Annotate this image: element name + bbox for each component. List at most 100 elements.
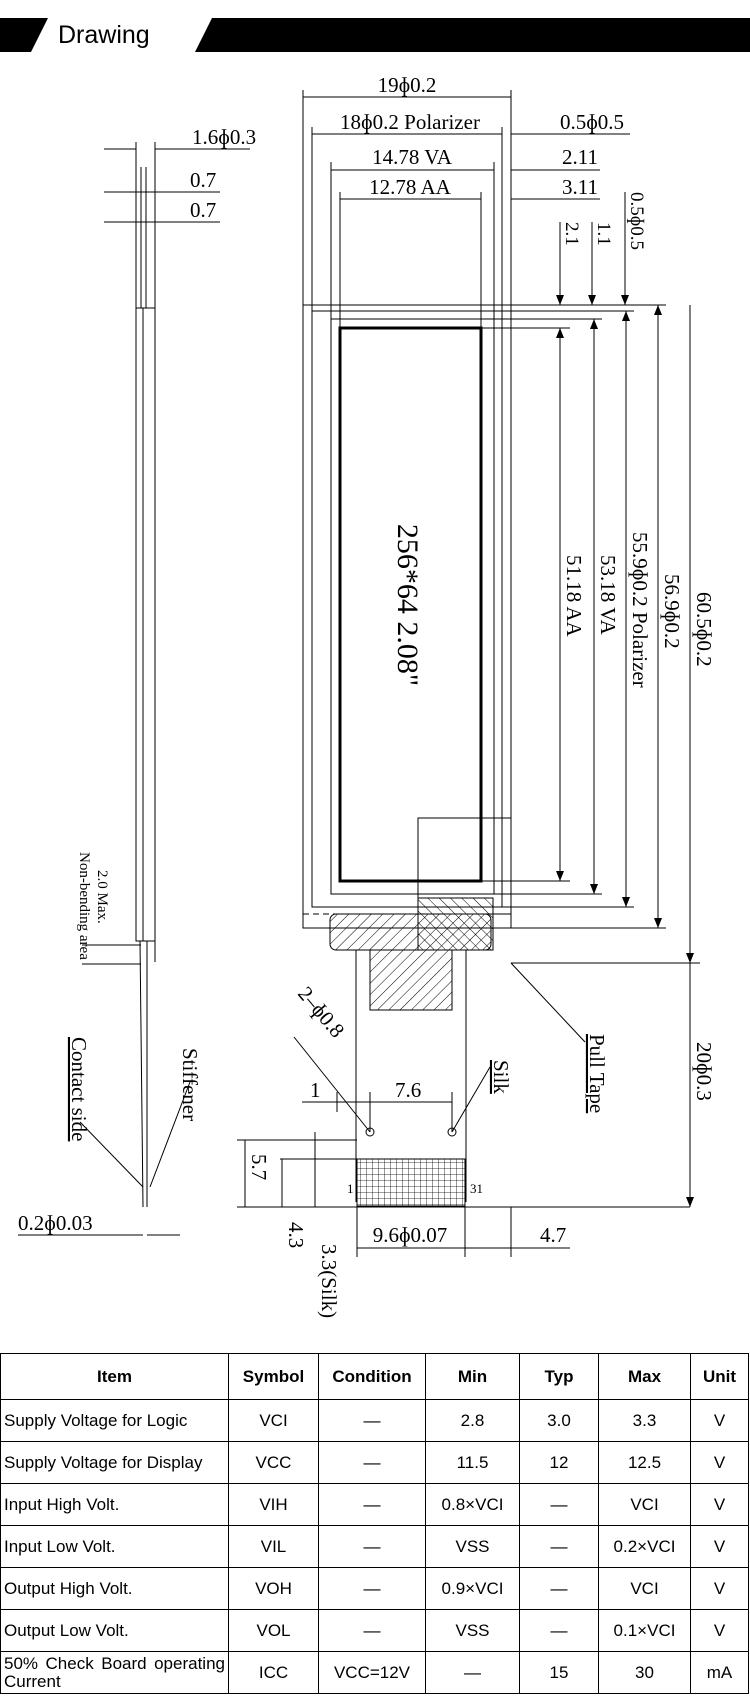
cell-max: VCI [598, 1483, 691, 1526]
cell-typ: — [519, 1525, 599, 1568]
cell-condition: — [318, 1399, 426, 1442]
cell-typ: 15 [519, 1651, 599, 1694]
cell-unit: V [690, 1441, 749, 1484]
non-bending-max: 2.0 Max. [94, 870, 110, 924]
cell-condition: — [318, 1567, 426, 1610]
silk-label: Silk [489, 1060, 513, 1094]
cell-symbol: VIH [228, 1483, 319, 1526]
dim-width-aa: 12.78 AA [369, 175, 452, 199]
cell-max: 0.1×VCI [598, 1609, 691, 1652]
cell-symbol: VCC [228, 1441, 319, 1484]
cell-typ: — [519, 1567, 599, 1610]
col-header-typ: Typ [519, 1353, 599, 1400]
cell-min: 0.9×VCI [425, 1567, 520, 1610]
dim-top-3: 0.5ɸ0.5 [626, 192, 647, 250]
cell-unit: mA [690, 1651, 749, 1694]
display-label: 256*64 2.08" [391, 524, 424, 686]
dim-thickness-a: 0.7 [190, 168, 216, 192]
cell-min: — [425, 1651, 520, 1694]
cell-item: Supply Voltage for Logic [0, 1399, 229, 1442]
table-row: Supply Voltage for Logic VCI — 2.8 3.0 3… [0, 1399, 749, 1442]
cell-max: VCI [598, 1567, 691, 1610]
dim-top-1: 2.1 [561, 222, 582, 246]
cell-condition: — [318, 1525, 426, 1568]
cell-unit: V [690, 1525, 749, 1568]
cell-symbol: VCI [228, 1399, 319, 1442]
col-header-min: Min [425, 1353, 520, 1400]
cell-min: 0.8×VCI [425, 1483, 520, 1526]
dim-width-total: 19ɸ0.2 [378, 73, 437, 97]
cell-condition: — [318, 1483, 426, 1526]
side-view-module [135, 307, 156, 942]
dim-pad-width: 9.6ɸ0.07 [373, 1223, 448, 1247]
cell-min: VSS [425, 1525, 520, 1568]
cell-symbol: VOL [228, 1609, 319, 1652]
pull-tape-label: Pull Tape [585, 1034, 609, 1113]
cell-unit: V [690, 1567, 749, 1610]
contact-pads [356, 1158, 466, 1207]
pin-first-label: 1 [347, 1181, 354, 1196]
dim-height-polarizer: 55.9ɸ0.2 Polarizer [628, 532, 652, 688]
fpc-tail [369, 949, 453, 1011]
table-row: Output Low Volt. VOL — VSS — 0.1×VCI V [0, 1609, 749, 1652]
cell-max: 3.3 [598, 1399, 691, 1442]
table-row: Input Low Volt. VIL — VSS — 0.2×VCI V [0, 1525, 749, 1568]
cell-symbol: ICC [228, 1651, 319, 1694]
dim-top-2: 1.1 [593, 222, 614, 246]
header-banner [0, 18, 750, 52]
dim-pad-4-3: 4.3 [284, 1222, 308, 1248]
va-outline [330, 318, 495, 895]
aa-outline [338, 326, 483, 883]
cell-item: Input Low Volt. [0, 1525, 229, 1568]
cell-condition: — [318, 1609, 426, 1652]
dim-pad-height: 5.7 [247, 1154, 271, 1180]
cell-unit: V [690, 1483, 749, 1526]
cell-max: 0.2×VCI [598, 1525, 691, 1568]
dim-thickness-b: 0.7 [190, 198, 216, 222]
electrical-characteristics-table: Item Symbol Condition Min Typ Max Unit S… [0, 1353, 749, 1694]
dim-height-aa: 51.18 AA [562, 555, 586, 638]
dim-height-va: 53.18 VA [596, 555, 620, 636]
cell-min: VSS [425, 1609, 520, 1652]
pin-last-label: 31 [470, 1181, 483, 1196]
cell-item: Input High Volt. [0, 1483, 229, 1526]
dim-height-total: 60.5ɸ0.2 [692, 592, 716, 667]
table-row: Input High Volt. VIH — 0.8×VCI — VCI V [0, 1483, 749, 1526]
dim-offset-1: 0.5ɸ0.5 [560, 110, 624, 134]
table-header-row: Item Symbol Condition Min Typ Max Unit [0, 1353, 749, 1400]
col-header-unit: Unit [690, 1353, 749, 1400]
table-row: Output High Volt. VOH — 0.9×VCI — VCI V [0, 1567, 749, 1610]
cell-symbol: VIL [228, 1525, 319, 1568]
dim-height-glass: 56.9ɸ0.2 [660, 574, 684, 649]
dim-width-polarizer: 18ɸ0.2 Polarizer [340, 110, 480, 134]
dim-width-va: 14.78 VA [372, 145, 453, 169]
cell-typ: 12 [519, 1441, 599, 1484]
cell-unit: V [690, 1399, 749, 1442]
dim-offset-2: 2.11 [562, 145, 598, 169]
cell-condition: VCC=12V [318, 1651, 426, 1694]
cell-min: 11.5 [425, 1441, 520, 1484]
cell-unit: V [690, 1609, 749, 1652]
col-header-symbol: Symbol [228, 1353, 319, 1400]
cell-symbol: VOH [228, 1567, 319, 1610]
dim-silk: 3.3(Silk) [317, 1244, 341, 1318]
cell-typ: 3.0 [519, 1399, 599, 1442]
dim-thickness: 1.6ɸ0.3 [192, 125, 256, 149]
non-bending-area: Non-bending area [76, 852, 92, 960]
contact-side-label: Contact side [67, 1037, 91, 1141]
col-header-item: Item [0, 1353, 229, 1400]
dim-hole-offset: 1 [310, 1078, 321, 1102]
cell-min: 2.8 [425, 1399, 520, 1442]
cell-condition: — [318, 1441, 426, 1484]
polarizer-outline [311, 310, 503, 908]
stiffener-label: Stiffener [178, 1048, 202, 1121]
dim-fpc-thickness: 0.2ɸ0.03 [18, 1211, 93, 1235]
dim-hole-pitch: 7.6 [395, 1078, 421, 1102]
section-title: Drawing [58, 21, 150, 49]
dim-height-fpc: 20ɸ0.3 [692, 1042, 716, 1101]
mechanical-drawing: 19ɸ0.2 18ɸ0.2 Polarizer 14.78 VA 12.78 A… [18, 73, 716, 1318]
cell-typ: — [519, 1609, 599, 1652]
table-row: 50% Check Board operating Current ICC VC… [0, 1651, 749, 1694]
table-row: Supply Voltage for Display VCC — 11.5 12… [0, 1441, 749, 1484]
cell-max: 12.5 [598, 1441, 691, 1484]
